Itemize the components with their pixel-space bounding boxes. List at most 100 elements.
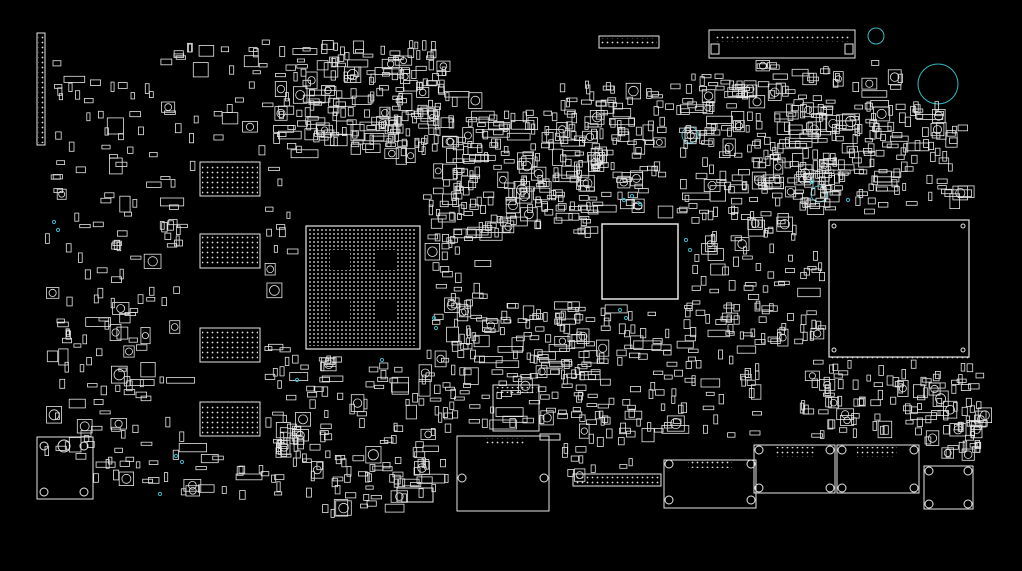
smd-part — [674, 369, 684, 377]
smd-part — [383, 68, 393, 74]
smd-part — [111, 276, 122, 283]
smd-part — [436, 70, 447, 76]
smd-part — [475, 153, 482, 163]
smd-part — [470, 198, 477, 208]
smd-part — [503, 123, 508, 132]
smd-part — [175, 55, 186, 60]
smd-part — [296, 120, 308, 127]
smd-part — [264, 346, 273, 352]
smd-part — [140, 361, 156, 378]
smd-part — [305, 487, 312, 498]
smd-part — [903, 143, 909, 153]
smd-part — [731, 205, 735, 215]
smd-part — [520, 207, 538, 222]
smd-part — [567, 306, 579, 312]
smd-part — [877, 389, 884, 400]
smd-part — [713, 206, 718, 217]
smd-part-pad — [407, 152, 415, 160]
smd-part — [465, 229, 492, 238]
smd-part — [731, 211, 738, 220]
smd-part — [864, 102, 873, 110]
smd-part — [577, 180, 589, 187]
smd-part — [454, 246, 460, 255]
smd-part — [333, 136, 338, 147]
smd-part — [291, 425, 302, 431]
smd-part — [130, 92, 135, 100]
smd-part — [813, 359, 824, 365]
smd-part — [302, 79, 311, 87]
smd-part — [787, 177, 798, 184]
smd-part — [415, 65, 427, 71]
smd-part — [790, 105, 799, 112]
smd-part — [579, 137, 585, 147]
smd-part — [592, 201, 604, 207]
smd-part — [427, 109, 438, 126]
smd-part — [744, 282, 757, 287]
smd-part — [276, 440, 288, 445]
smd-part — [589, 91, 595, 101]
smd-part — [718, 393, 724, 405]
smd-part — [777, 212, 789, 228]
smd-part — [968, 383, 980, 390]
smd-part-pad — [111, 328, 120, 337]
smd-part — [58, 348, 69, 366]
smd-part — [824, 198, 831, 208]
smd-part — [630, 170, 643, 187]
smd-part — [794, 174, 811, 186]
smd-part — [377, 376, 389, 382]
smd-part — [286, 142, 297, 150]
smd-part — [533, 355, 538, 364]
smd-part — [784, 161, 791, 169]
smd-part — [574, 366, 580, 375]
smd-part — [934, 101, 939, 111]
smd-part — [282, 414, 287, 423]
smd-part — [183, 479, 202, 492]
smd-part — [676, 208, 688, 214]
smd-part — [779, 139, 790, 144]
smd-part — [868, 183, 874, 191]
smd-part — [800, 271, 807, 279]
smd-part — [123, 389, 136, 396]
smd-part-pad — [48, 409, 60, 421]
smd-part — [791, 233, 796, 241]
smd-part — [683, 319, 691, 329]
smd-part — [438, 86, 445, 95]
smd-part — [680, 108, 690, 115]
smd-part-pad — [424, 430, 433, 439]
smd-part — [140, 441, 153, 446]
smd-part — [660, 403, 666, 411]
smd-part — [525, 109, 534, 116]
smd-part — [853, 398, 861, 407]
smd-part — [364, 471, 370, 483]
smd-part — [806, 310, 817, 316]
smd-part — [757, 219, 763, 228]
smd-part — [132, 199, 138, 208]
smd-part — [823, 105, 834, 110]
smd-part-pad — [419, 88, 427, 97]
smd-part — [346, 465, 352, 477]
smd-part — [470, 349, 476, 360]
smd-part — [469, 176, 478, 183]
smd-part-pad — [395, 492, 404, 501]
smd-part — [451, 364, 456, 376]
smd-part — [729, 184, 749, 194]
smd-part — [509, 418, 516, 428]
smd-part — [346, 59, 369, 68]
smd-part — [630, 335, 644, 349]
smd-part — [85, 317, 111, 327]
smd-part — [475, 128, 485, 133]
smd-part — [418, 488, 424, 498]
smd-part — [390, 490, 409, 503]
smd-part — [335, 101, 346, 108]
smd-part — [694, 254, 700, 262]
smd-part — [627, 96, 633, 105]
smd-part-pad — [420, 368, 430, 378]
smd-part — [363, 109, 370, 118]
smd-part — [926, 174, 933, 184]
smd-part — [350, 88, 357, 99]
smd-part — [344, 492, 357, 499]
smd-part — [119, 460, 130, 467]
smd-part — [755, 60, 770, 72]
smd-part — [143, 253, 162, 269]
smd-part — [733, 303, 740, 312]
